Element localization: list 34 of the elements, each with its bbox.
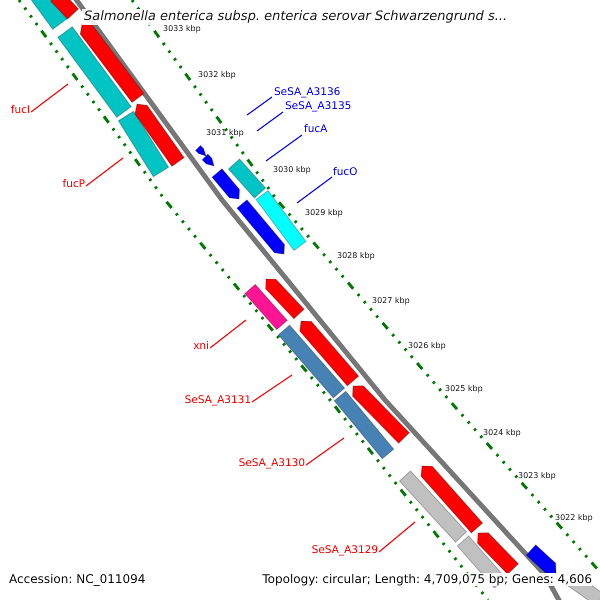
gene-label: fucI — [10, 105, 30, 117]
genome-summary-text: Topology: circular; Length: 4,709,075 bp; Genes: 4,606 — [262, 573, 592, 586]
leader-line — [252, 374, 292, 402]
scale-label: 3023 kbp — [518, 472, 556, 481]
leader-line — [266, 134, 302, 162]
scale-label: 3026 kbp — [408, 342, 446, 351]
scale-label: 3029 kbp — [305, 209, 343, 218]
scale-label: 3022 kbp — [555, 514, 593, 523]
leader-line — [306, 438, 344, 466]
gene-label: SeSA_A3129 — [312, 545, 378, 557]
scale-label: 3024 kbp — [483, 429, 521, 438]
leader-line — [256, 112, 284, 132]
scale-label: 3025 kbp — [445, 385, 483, 394]
scale-label: 3030 kbp — [273, 166, 311, 175]
scale-label: 3032 kbp — [198, 71, 236, 80]
gene-label: SeSA_A3131 — [184, 395, 251, 407]
accession-text: Accession: NC_011094 — [9, 573, 146, 586]
leader-line — [86, 158, 124, 186]
scale-label: 3033 kbp — [163, 25, 201, 34]
scale-label: 3028 kbp — [337, 252, 375, 261]
leader-line — [246, 96, 272, 116]
leader-line — [210, 320, 246, 348]
gene-label: fucA — [304, 124, 328, 136]
leader-line — [296, 176, 332, 204]
gene-label: fucO — [333, 167, 358, 179]
gene-label: SeSA_A3136 — [274, 87, 340, 99]
gene-label: xni — [193, 341, 209, 353]
gene-label: fucP — [62, 179, 85, 191]
scale-label: 3031 kbp — [206, 129, 244, 138]
gene-label: SeSA_A3130 — [238, 458, 305, 470]
scale-label: 3027 kbp — [372, 297, 410, 306]
leader-line — [30, 84, 68, 112]
leader-line — [378, 522, 416, 552]
gene-label: SeSA_A3135 — [285, 101, 352, 113]
